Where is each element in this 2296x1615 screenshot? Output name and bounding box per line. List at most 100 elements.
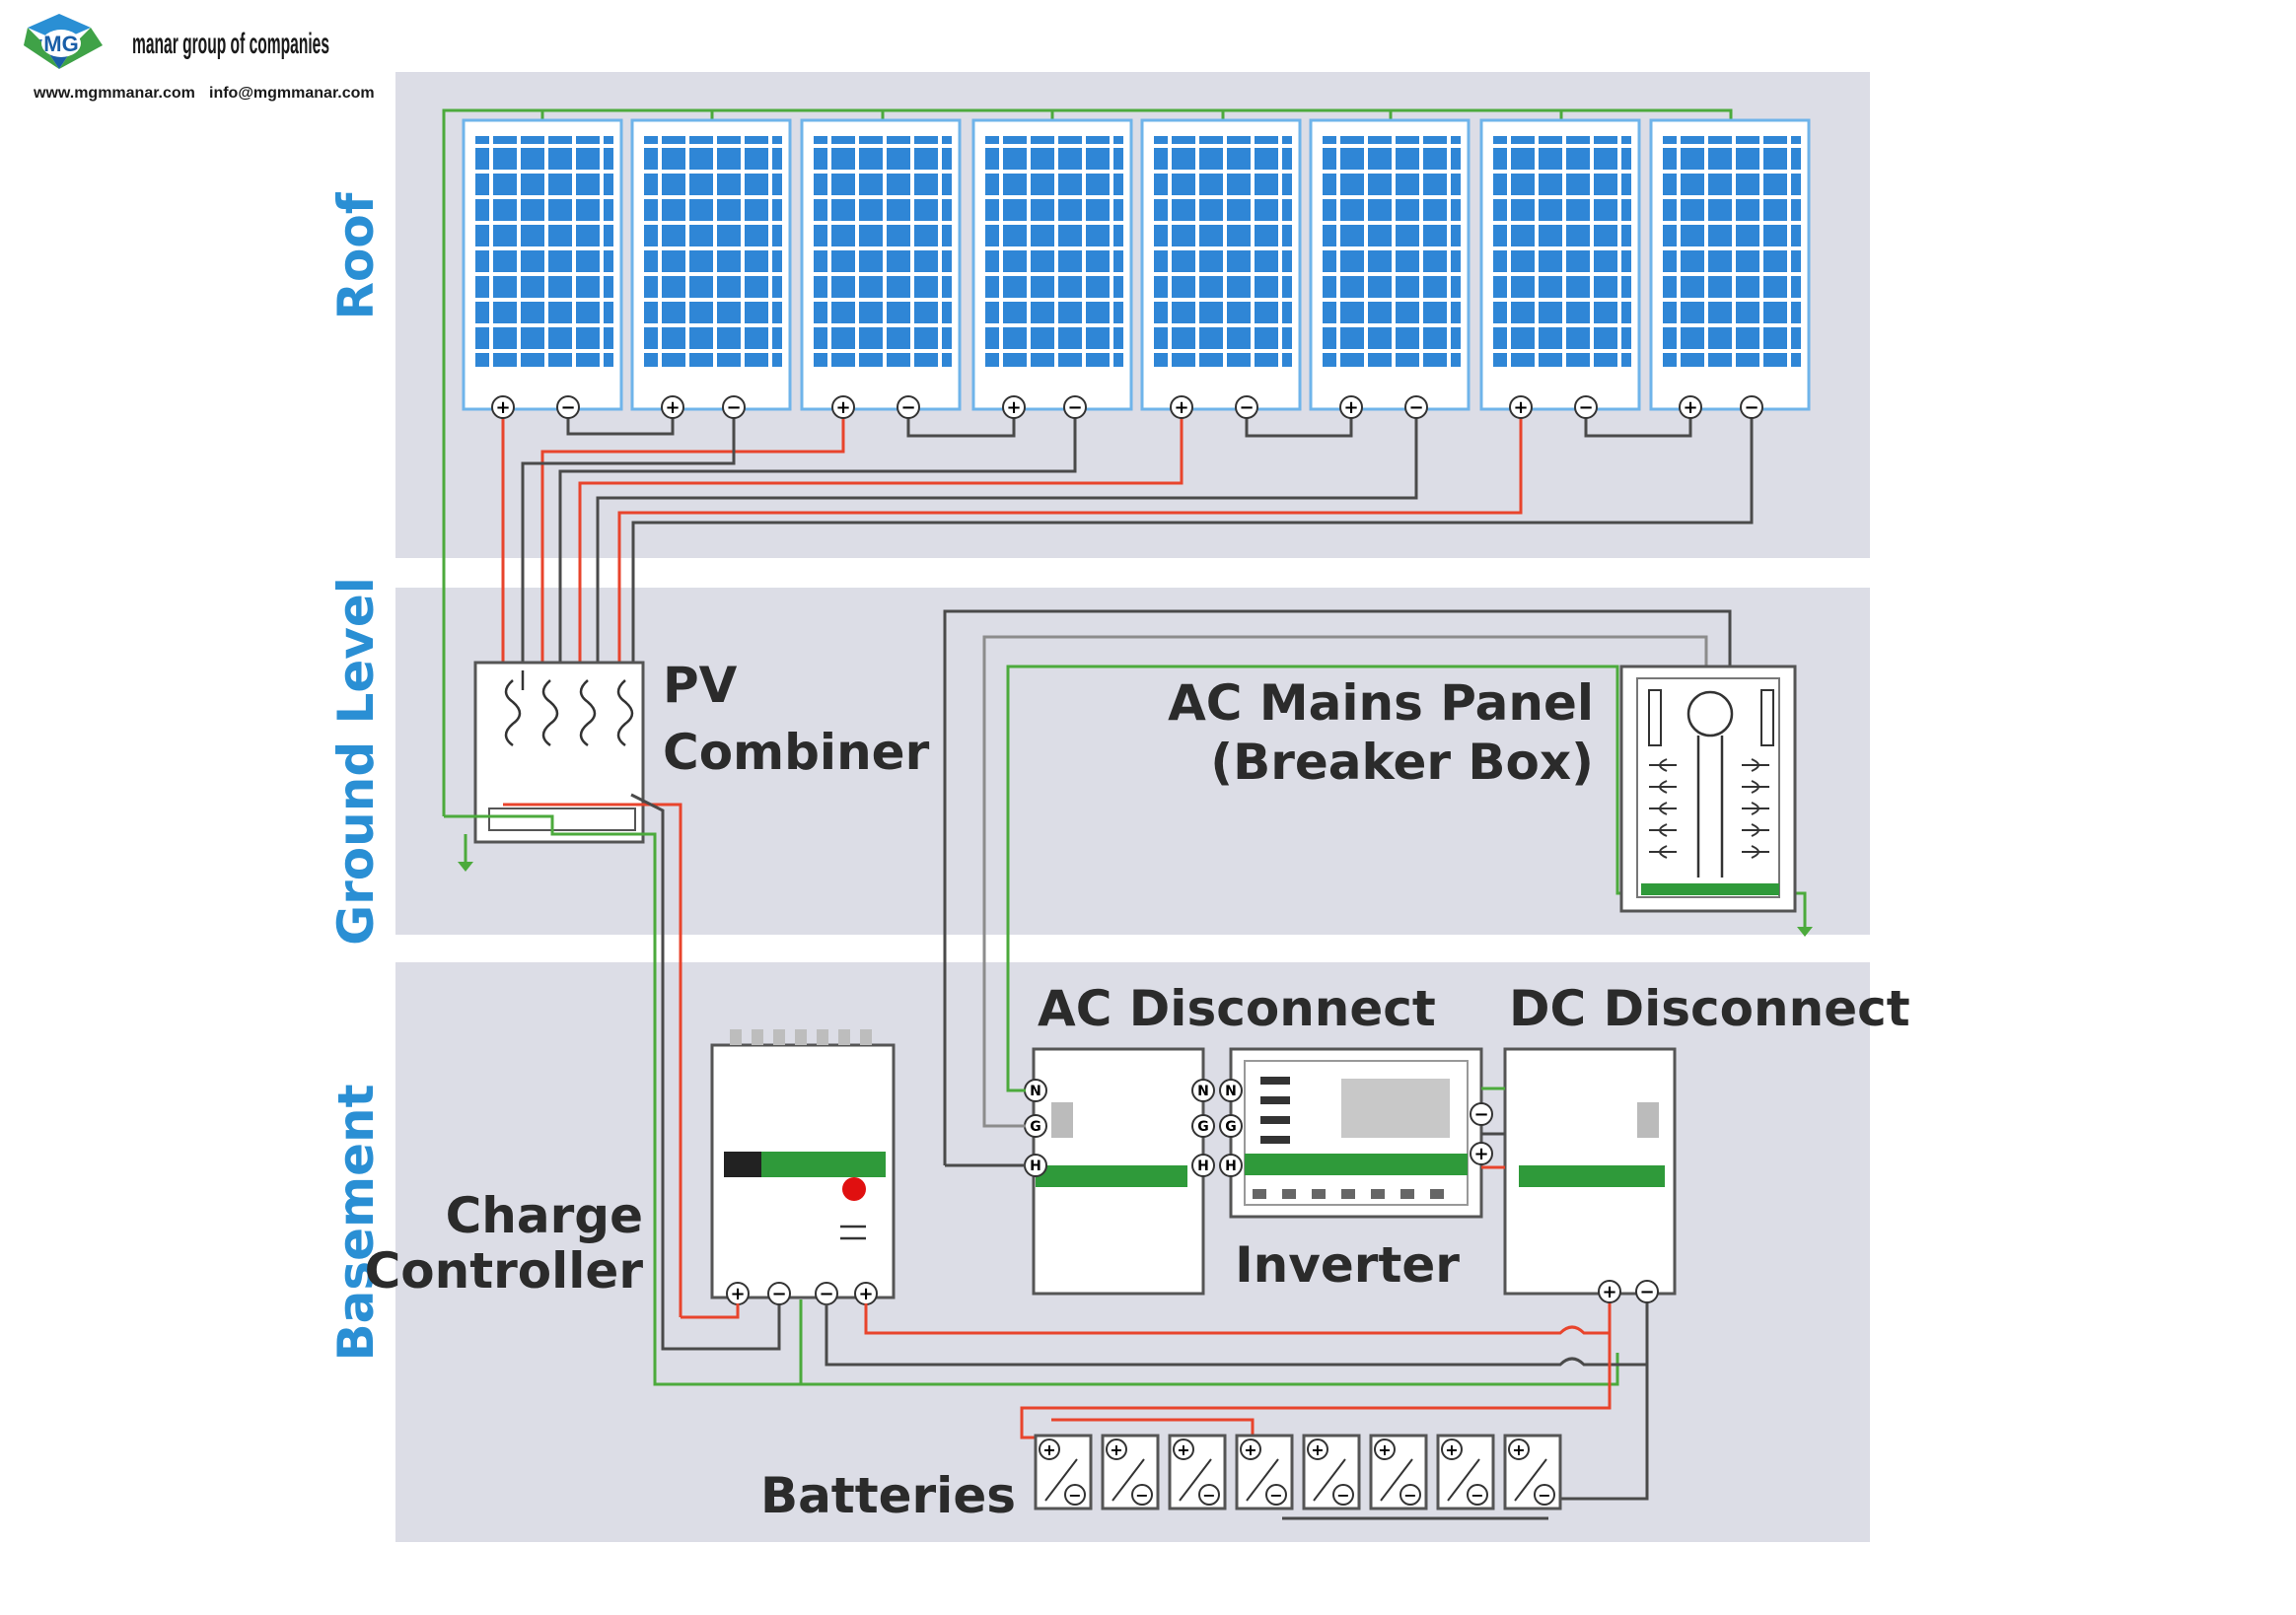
svg-text:−: − — [771, 1284, 786, 1304]
svg-text:−: − — [560, 397, 575, 418]
svg-text:−: − — [1538, 1486, 1550, 1505]
zone-label-ground: Ground Level — [327, 577, 385, 946]
svg-text:+: + — [665, 397, 680, 418]
battery: + − — [1436, 1434, 1495, 1510]
svg-text:+: + — [1110, 1440, 1122, 1459]
svg-text:H: H — [1197, 1159, 1209, 1174]
svg-text:G: G — [1225, 1119, 1237, 1135]
svg-text:−: − — [1403, 1486, 1416, 1505]
inverter — [1229, 1047, 1483, 1219]
ac-disconnect-label: AC Disconnect — [1038, 980, 1436, 1037]
svg-text:+: + — [1174, 397, 1188, 418]
battery: + − — [1034, 1434, 1093, 1510]
svg-text:+: + — [1683, 397, 1697, 418]
svg-text:+: + — [1042, 1440, 1055, 1459]
solar-panel — [971, 118, 1133, 411]
svg-text:−: − — [1471, 1486, 1483, 1505]
battery-bank: + − + − + − + − + − — [1034, 1434, 1562, 1510]
svg-text:H: H — [1225, 1159, 1237, 1174]
brand-header: MG manar group of companies www.mgmmanar… — [24, 14, 375, 102]
ac-disconnect — [1032, 1047, 1205, 1296]
svg-text:−: − — [1473, 1104, 1488, 1125]
svg-text:+: + — [1512, 1440, 1525, 1459]
solar-array — [462, 118, 1811, 411]
dc-disconnect-terminals: + − — [1598, 1280, 1659, 1303]
pv-combiner-box — [444, 661, 1619, 1386]
ac-mains-panel-label: AC Mains Panel — [1168, 674, 1594, 732]
batteries-label: Batteries — [760, 1467, 1016, 1524]
svg-text:−: − — [1408, 397, 1423, 418]
company-logo: MG — [24, 14, 103, 69]
battery: + − — [1503, 1434, 1562, 1510]
svg-text:N: N — [1030, 1084, 1041, 1099]
svg-text:+: + — [1473, 1144, 1488, 1164]
solar-panel — [462, 118, 623, 411]
svg-text:N: N — [1197, 1084, 1209, 1099]
email-link[interactable]: info@mgmmanar.com — [209, 85, 375, 102]
svg-text:−: − — [1336, 1486, 1349, 1505]
solar-panel — [1309, 118, 1471, 411]
svg-text:+: + — [858, 1284, 873, 1304]
ac-mains-panel — [1619, 665, 1813, 937]
status-indicator-icon — [842, 1177, 866, 1201]
svg-text:G: G — [1197, 1119, 1209, 1135]
svg-text:−: − — [1135, 1486, 1148, 1505]
inverter-label: Inverter — [1235, 1236, 1460, 1294]
ac-terminals: N G H N G H N G H − + — [1024, 1079, 1493, 1177]
company-name: manar group of companies — [132, 28, 329, 60]
battery: + − — [1168, 1434, 1227, 1510]
pv-combiner-label: Combiner — [663, 724, 930, 781]
svg-text:H: H — [1030, 1159, 1041, 1174]
zone-label-basement: Basement — [327, 1084, 385, 1361]
logo-letters: MG — [43, 32, 78, 56]
solar-panel — [630, 118, 792, 411]
svg-text:−: − — [900, 397, 915, 418]
dc-disconnect-label: DC Disconnect — [1509, 980, 1910, 1037]
svg-text:+: + — [1445, 1440, 1458, 1459]
battery: + − — [1369, 1434, 1428, 1510]
panel-terminals: + − + − + − + − + − + − + − + − — [491, 395, 1763, 419]
svg-text:+: + — [1602, 1282, 1616, 1302]
solar-panel — [1140, 118, 1302, 411]
solar-panel — [800, 118, 962, 411]
solar-panel — [1649, 118, 1811, 411]
string-wires-positive — [501, 407, 1523, 805]
ground-wire-roof — [442, 108, 1733, 816]
svg-text:+: + — [730, 1284, 745, 1304]
svg-text:+: + — [1378, 1440, 1391, 1459]
svg-text:G: G — [1030, 1119, 1041, 1135]
charge-controller-terminals: + − − + — [726, 1282, 878, 1305]
svg-text:+: + — [1513, 397, 1528, 418]
charge-controller-label: Charge — [446, 1187, 643, 1244]
ac-mains-panel-label: (Breaker Box) — [1210, 734, 1594, 791]
charge-controller-label: Controller — [365, 1242, 644, 1299]
svg-text:−: − — [726, 397, 741, 418]
pv-combiner-label: PV — [663, 657, 738, 714]
svg-text:−: − — [1068, 1486, 1081, 1505]
svg-text:−: − — [1578, 397, 1593, 418]
battery: + − — [1235, 1434, 1294, 1510]
svg-text:+: + — [1244, 1440, 1256, 1459]
svg-text:+: + — [495, 397, 510, 418]
svg-text:−: − — [1269, 1486, 1282, 1505]
svg-text:+: + — [835, 397, 850, 418]
svg-text:−: − — [819, 1284, 833, 1304]
battery: + − — [1302, 1434, 1361, 1510]
svg-text:+: + — [1343, 397, 1358, 418]
solar-panel — [1479, 118, 1641, 411]
svg-text:−: − — [1067, 397, 1082, 418]
charge-controller — [710, 1029, 896, 1299]
svg-text:+: + — [1311, 1440, 1324, 1459]
svg-text:+: + — [1177, 1440, 1189, 1459]
zone-label-roof: Roof — [327, 191, 385, 319]
website-link[interactable]: www.mgmmanar.com — [33, 85, 195, 102]
dc-disconnect — [1481, 1047, 1677, 1296]
svg-text:−: − — [1639, 1282, 1654, 1302]
svg-text:−: − — [1202, 1486, 1215, 1505]
svg-text:+: + — [1006, 397, 1021, 418]
svg-text:N: N — [1225, 1084, 1237, 1099]
svg-text:−: − — [1744, 397, 1758, 418]
series-links — [566, 407, 1692, 438]
string-wires-negative — [521, 407, 1754, 670]
